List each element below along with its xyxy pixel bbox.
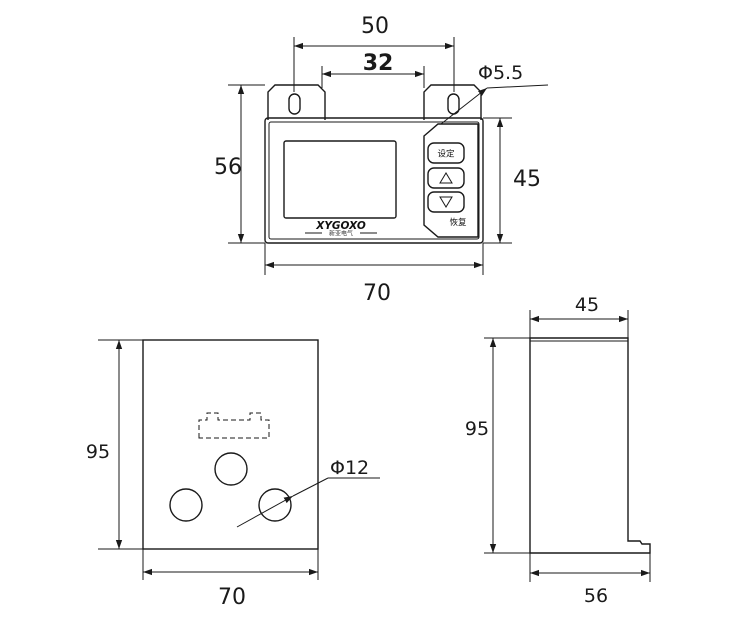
dim-label-56-side: 56 [584, 585, 608, 607]
brand-logo: XYGOXO [315, 220, 366, 232]
front-view: XYGOXO 新亚电气 设定 恢复 50 32 Φ5.5 56 [214, 14, 549, 306]
device-bezel [268, 121, 480, 240]
dim-label-hole: Φ5.5 [478, 62, 523, 84]
down-arrow-icon [439, 196, 453, 208]
back-view: Φ12 95 70 [86, 339, 380, 610]
set-button-label: 设定 [437, 149, 455, 160]
side-view: 45 95 56 [465, 294, 651, 607]
dim-label-32: 32 [363, 51, 394, 76]
dim-label-95-back: 95 [86, 441, 110, 463]
left-mount-slot [288, 93, 301, 115]
terminal-outline [198, 412, 270, 439]
dim-hole-shoulder [486, 84, 549, 89]
set-button[interactable] [427, 142, 465, 164]
device-body [264, 117, 484, 244]
down-button[interactable] [427, 191, 465, 213]
dim-label-hole12: Φ12 [330, 457, 369, 479]
back-body [142, 339, 319, 550]
up-arrow-icon [439, 172, 453, 184]
reset-label: 恢复 [449, 217, 467, 228]
dim-label-45-right: 45 [513, 167, 541, 192]
up-button[interactable] [427, 167, 465, 189]
dim-label-45-side: 45 [575, 294, 599, 316]
dim-label-70-top: 70 [363, 281, 391, 306]
dim-hole12-leader-lower [236, 495, 294, 528]
lcd-screen [283, 140, 397, 219]
dim-label-50-top: 50 [361, 14, 389, 39]
dim-hole-leader [440, 87, 488, 125]
dim-label-70-back: 70 [218, 585, 246, 610]
dim-hole12-leader-upper [292, 477, 329, 497]
button-panel [423, 123, 479, 238]
side-body [529, 337, 651, 554]
wire-hole-right [258, 488, 292, 522]
dim-label-95-side: 95 [465, 418, 489, 440]
brand-subtitle: 新亚电气 [329, 230, 353, 238]
left-mount-bracket [267, 84, 326, 120]
wire-hole-left [169, 488, 203, 522]
right-mount-bracket [423, 84, 482, 120]
wire-hole-top [214, 452, 248, 486]
dim-label-56-left: 56 [214, 155, 242, 180]
